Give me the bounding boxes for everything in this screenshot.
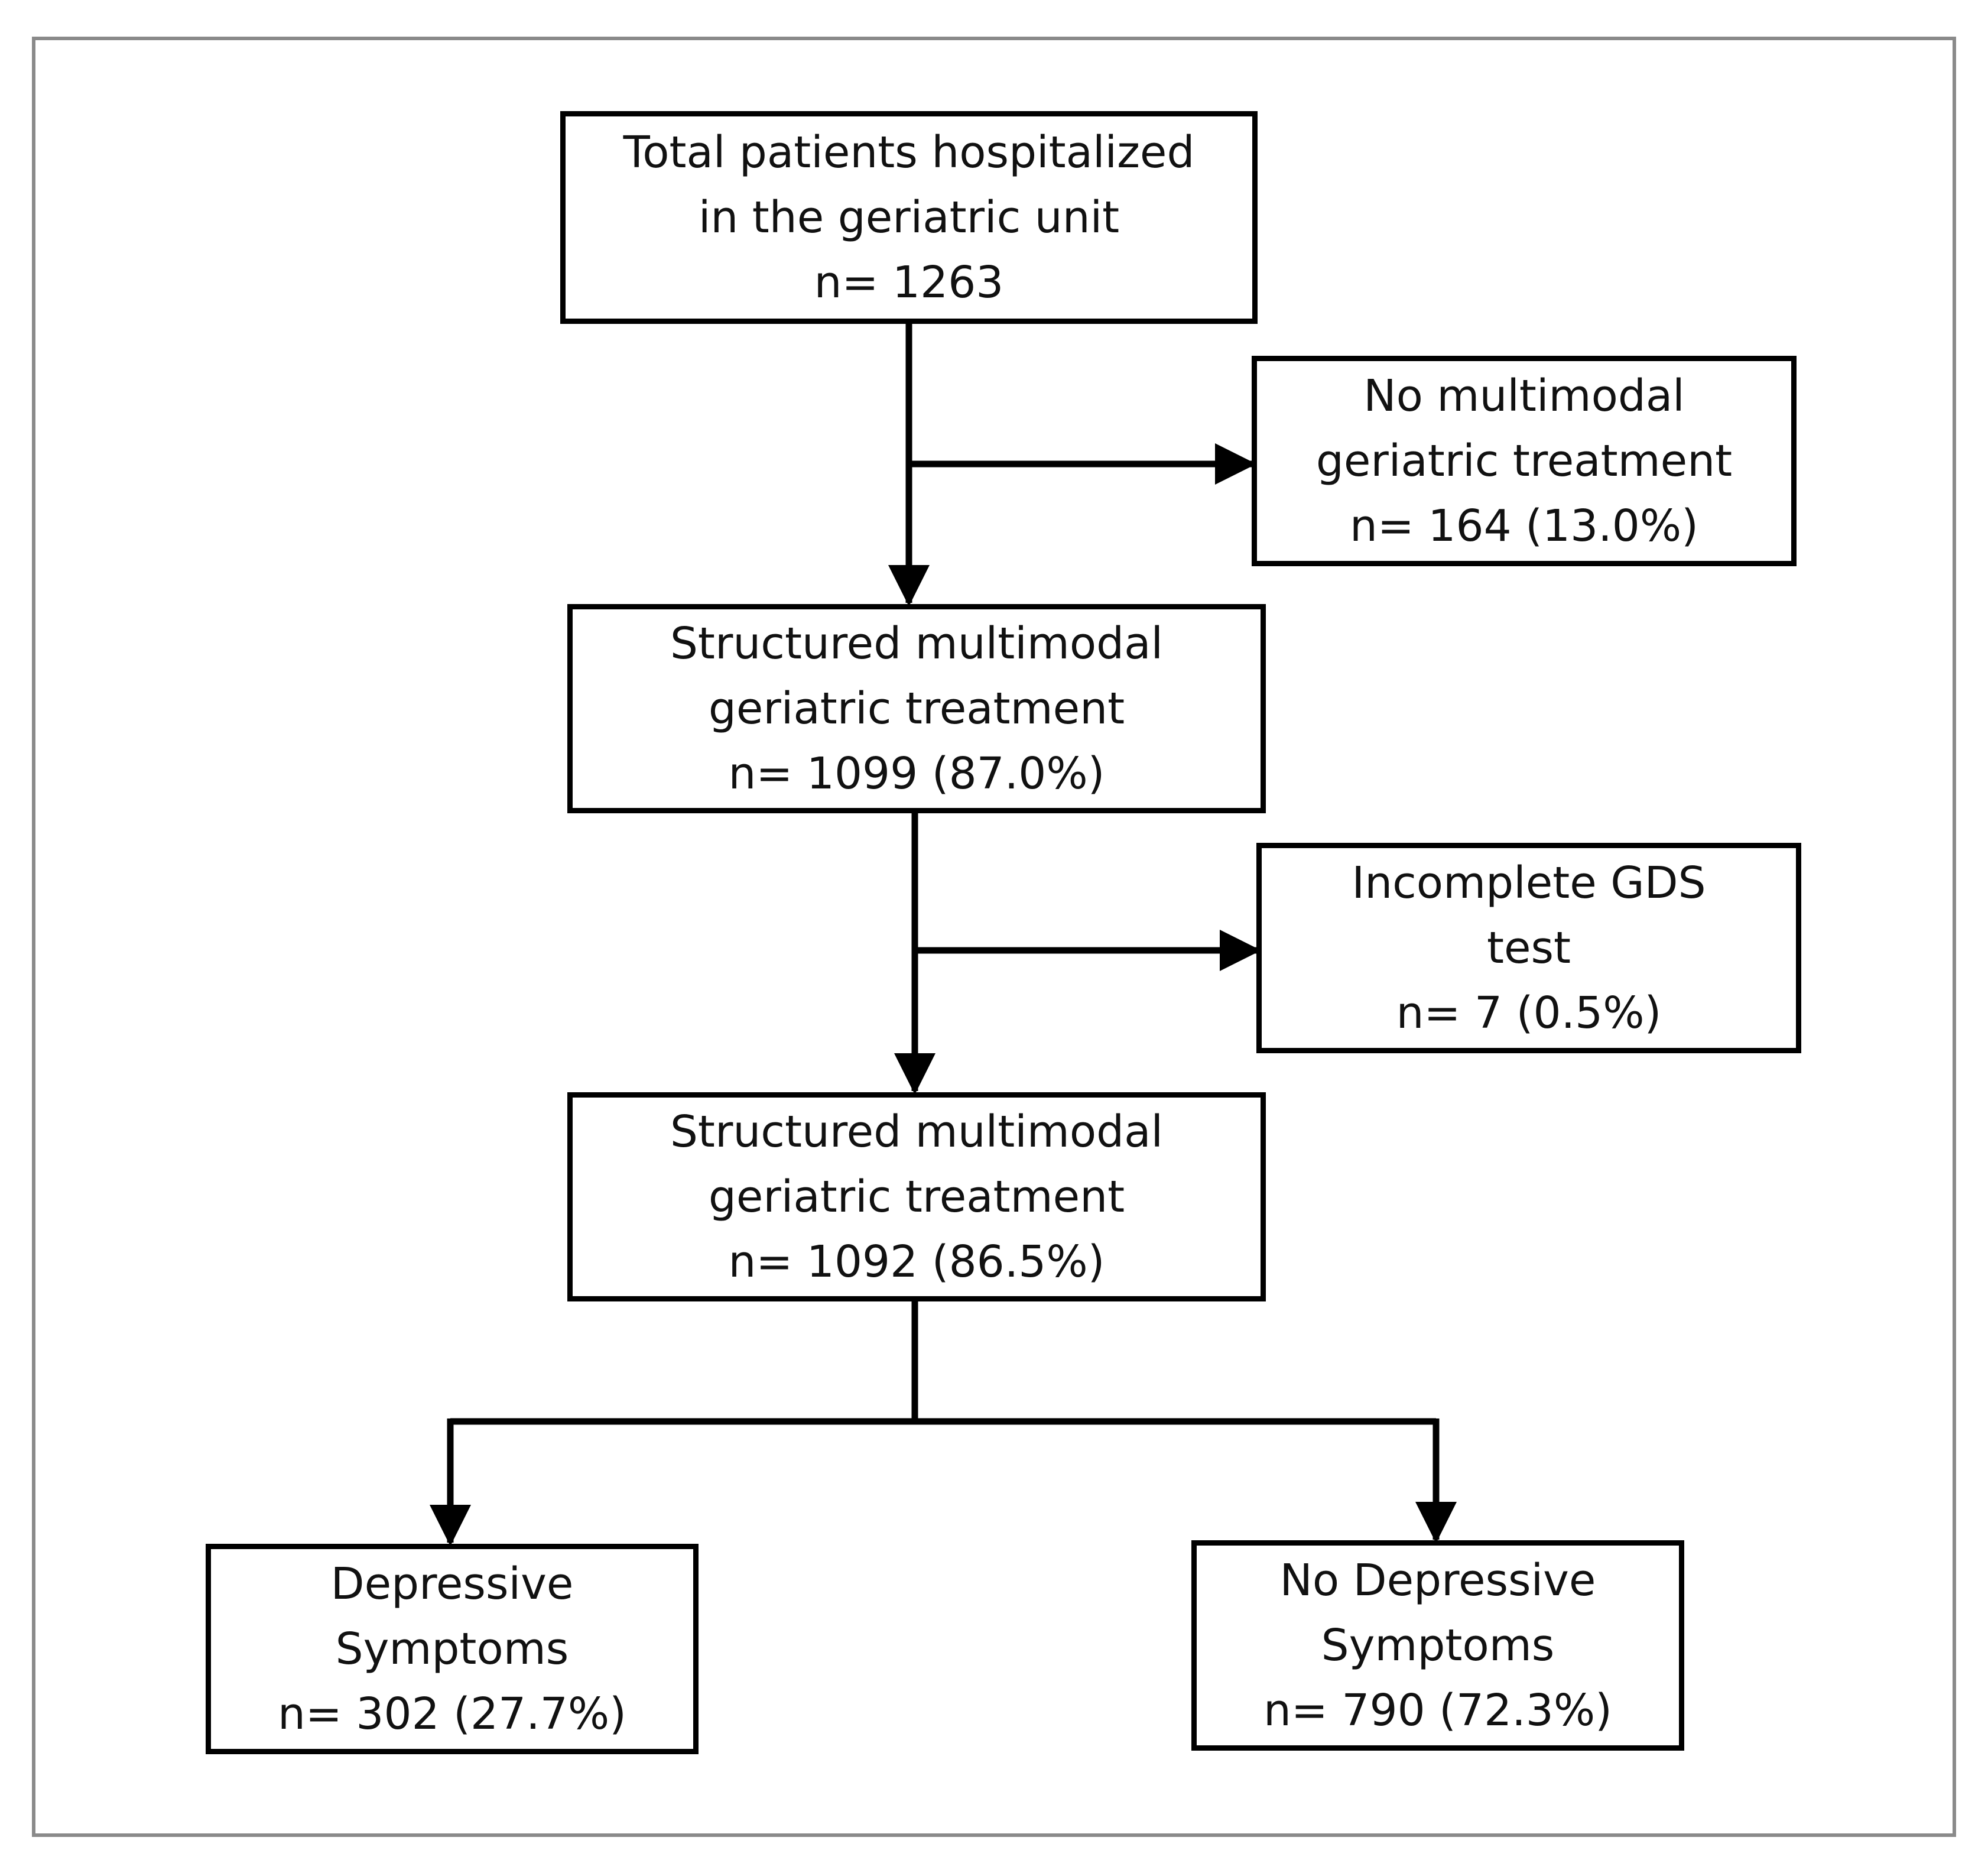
node-line: test [1486,923,1571,973]
node-line: No Depressive [1279,1555,1596,1606]
node-incomplete-gds-test: Incomplete GDS test n= 7 (0.5%) [1256,843,1801,1053]
node-line: n= 1099 (87.0%) [728,748,1105,799]
node-line: geriatric treatment [1315,436,1733,486]
node-line: n= 164 (13.0%) [1349,501,1698,551]
node-no-multimodal-treatment: No multimodal geriatric treatment n= 164… [1252,356,1797,566]
node-line: Structured multimodal [670,1106,1164,1157]
node-line: n= 1263 [814,257,1004,308]
node-line: Incomplete GDS [1352,858,1706,908]
node-structured-treatment-2: Structured multimodal geriatric treatmen… [567,1092,1266,1301]
node-line: Symptoms [1321,1620,1555,1671]
node-total-patients: Total patients hospitalized in the geria… [560,111,1258,324]
node-line: n= 7 (0.5%) [1396,988,1662,1038]
node-line: in the geriatric unit [698,192,1120,243]
figure-frame [32,37,1956,1837]
node-line: No multimodal [1363,371,1685,421]
node-no-depressive-symptoms: No Depressive Symptoms n= 790 (72.3%) [1191,1540,1684,1751]
node-structured-treatment-1: Structured multimodal geriatric treatmen… [567,604,1266,813]
node-line: Depressive [330,1559,574,1609]
node-line: geriatric treatment [708,1171,1125,1222]
node-line: n= 302 (27.7%) [277,1689,626,1739]
node-line: n= 790 (72.3%) [1263,1685,1612,1736]
node-line: Total patients hospitalized [623,127,1195,178]
node-line: n= 1092 (86.5%) [728,1236,1105,1287]
node-depressive-symptoms: Depressive Symptoms n= 302 (27.7%) [206,1544,699,1754]
node-line: Structured multimodal [670,618,1164,669]
node-line: geriatric treatment [708,683,1125,734]
node-line: Symptoms [335,1624,569,1674]
